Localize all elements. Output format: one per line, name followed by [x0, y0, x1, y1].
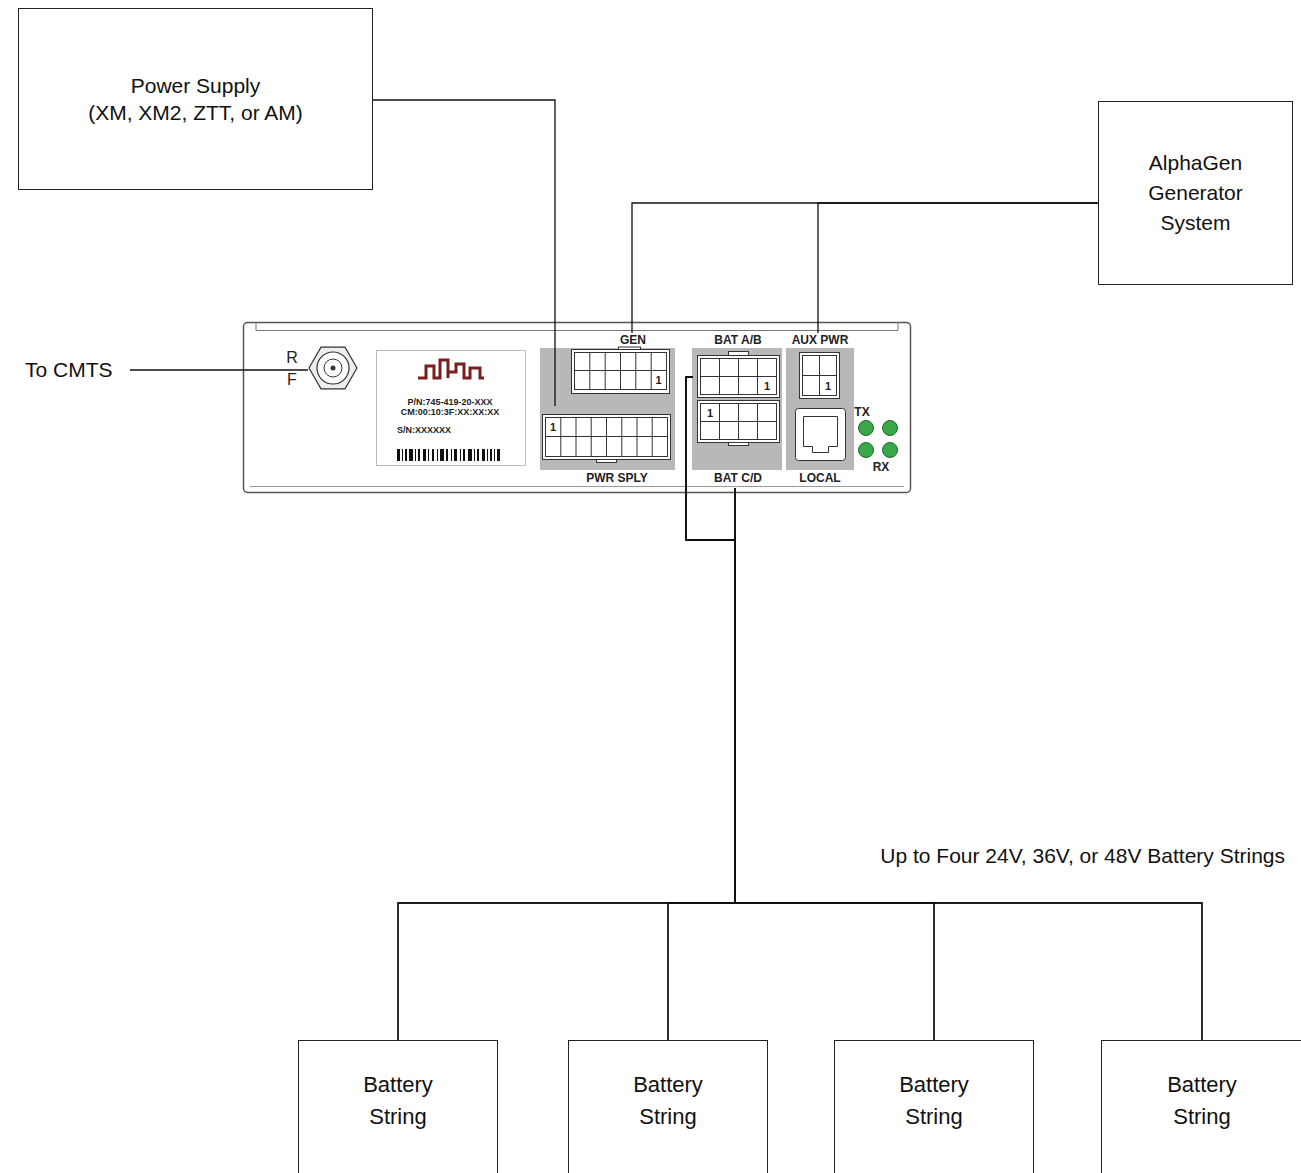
wire-connector	[668, 488, 735, 1040]
connector-panel	[692, 348, 782, 470]
connector-block: BAT A/B 1	[693, 333, 781, 403]
power-supply-connector	[543, 415, 671, 463]
connector-label: BAT C/D	[714, 472, 762, 484]
product-sticker	[377, 351, 526, 466]
wire-connector	[686, 377, 934, 1040]
battery-box: Battery String	[568, 1040, 768, 1173]
pin-number: 1	[655, 374, 661, 386]
wire-connector	[373, 100, 555, 406]
connector-label: PWR SPLY	[586, 472, 648, 484]
box-label: Battery String	[1140, 1069, 1264, 1133]
wire-connector	[818, 203, 1098, 333]
rf-connector	[331, 366, 336, 371]
product-label: P/N:745-419-20-XXX CM:00:10:3F:XX:XX:XX S…	[376, 350, 525, 465]
pin-number: 1	[825, 380, 831, 392]
connector-panel	[540, 348, 675, 470]
panel-flange	[256, 330, 898, 331]
battery-box: Battery String	[298, 1040, 498, 1173]
monitor-panel: R F TX RX P/N:745-419-20-XXX CM:00:10:3F:XX…	[243, 322, 910, 492]
led-label: RX	[873, 461, 890, 473]
rf-cable	[130, 369, 308, 370]
pin-number: 1	[707, 407, 713, 419]
company-logo	[418, 360, 484, 378]
status-led	[859, 421, 898, 458]
connector-label: LOCAL	[799, 472, 840, 484]
panel-housing	[244, 323, 911, 493]
serial-number: S/N:XXXXXX	[397, 425, 451, 435]
box-label: Battery String	[336, 1069, 460, 1133]
wire-connector	[735, 488, 1202, 1040]
connector-block: LOCAL	[787, 402, 853, 488]
rf-connector	[317, 352, 349, 384]
local-jack	[796, 409, 846, 461]
generator-box: AlphaGen Generator System	[1098, 101, 1293, 285]
box-label: AlphaGen Generator System	[1140, 148, 1252, 238]
led-label: TX	[854, 406, 869, 418]
battery-ab-connector	[698, 352, 780, 398]
battery-box: Battery String	[1101, 1040, 1301, 1173]
wire-connector	[398, 377, 735, 1040]
wire-connector	[686, 377, 1202, 1040]
pin-number: 1	[550, 421, 556, 433]
wire-connector	[632, 203, 1098, 333]
connector-block: 1PWR SPLY	[541, 406, 674, 488]
panel-edge	[250, 486, 904, 487]
connector-label: GEN	[620, 334, 646, 346]
aux-power-connector	[800, 353, 840, 399]
battery-cd-connector	[698, 401, 780, 446]
pin-number: 1	[764, 380, 770, 392]
barcode	[397, 449, 500, 461]
battery-note: Up to Four 24V, 36V, or 48V Battery Stri…	[880, 843, 1285, 869]
connector-label: AUX PWR	[792, 334, 849, 346]
connector-panel	[786, 348, 854, 470]
power-supply-box: Power Supply (XM, XM2, ZTT, or AM)	[18, 8, 373, 190]
port-label: R F	[283, 347, 301, 391]
connector-block: GEN 1	[566, 333, 674, 403]
panel-flange	[256, 323, 257, 331]
box-label: Power Supply (XM, XM2, ZTT, or AM)	[65, 72, 327, 126]
connector-block: 1BAT C/D	[693, 403, 781, 488]
wire-connector	[398, 488, 735, 1040]
port-destination: To CMTS	[25, 357, 113, 383]
connector-block: AUX PWR 1	[787, 333, 853, 402]
gen-connector	[572, 347, 670, 394]
rf-connector	[324, 359, 342, 377]
connector-label: BAT A/B	[714, 334, 761, 346]
part-number: P/N:745-419-20-XXX CM:00:10:3F:XX:XX:XX	[380, 397, 520, 417]
rf-connector	[309, 347, 357, 389]
box-label: Battery String	[606, 1069, 730, 1133]
wire-connector	[735, 488, 934, 1040]
box-label: Battery String	[872, 1069, 996, 1133]
battery-box: Battery String	[834, 1040, 1034, 1173]
panel-flange	[898, 323, 899, 331]
